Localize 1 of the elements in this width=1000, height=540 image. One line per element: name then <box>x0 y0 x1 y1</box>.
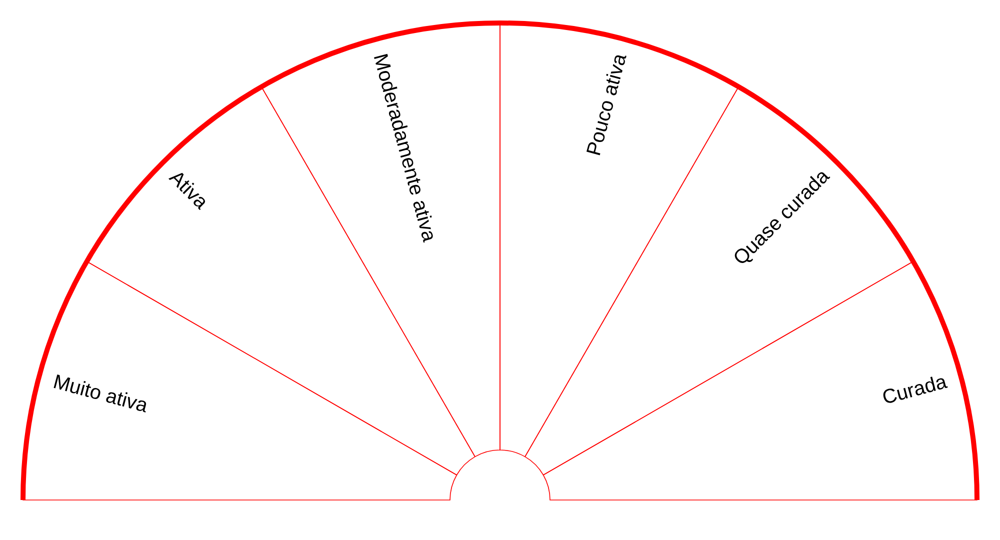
sector: Muito ativa <box>22 261 458 500</box>
